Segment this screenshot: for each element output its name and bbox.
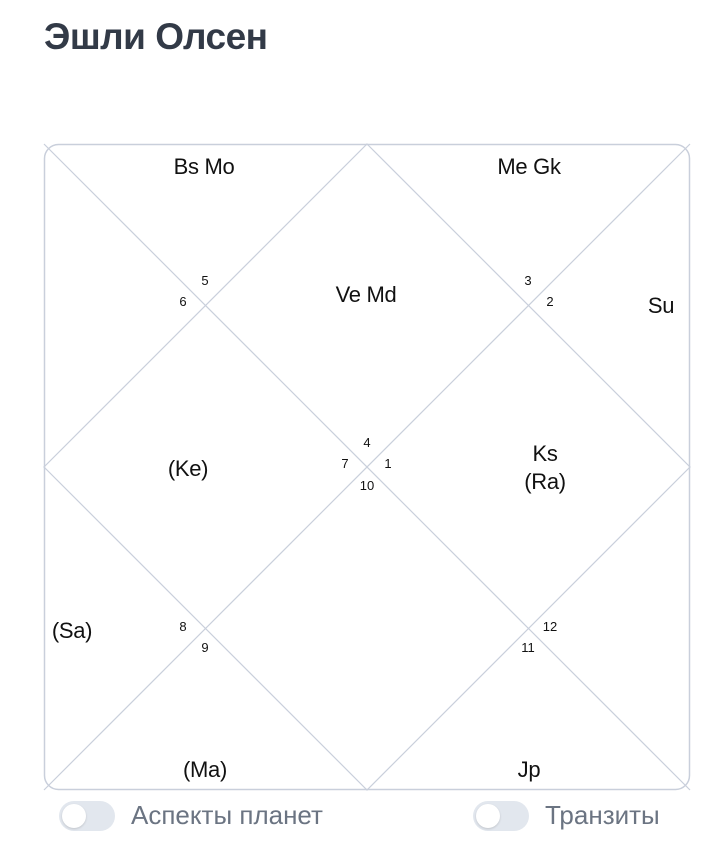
kundli-chart: 5 6 3 2 4 7 1 10 8 9 12 11 Bs Mo Me Gk V… xyxy=(43,143,691,791)
aspects-switch[interactable] xyxy=(59,800,115,831)
transits-toggle[interactable]: Транзиты xyxy=(473,800,660,831)
house-number-11: 11 xyxy=(521,640,535,655)
diagonal-anti xyxy=(43,143,691,791)
aspects-toggle-label: Аспекты планет xyxy=(131,800,323,830)
house-number-5: 5 xyxy=(201,273,209,288)
house-number-2: 2 xyxy=(546,294,554,309)
page-title: Эшли Олсен xyxy=(44,16,268,57)
planets-house-7: (Ke) xyxy=(167,456,209,481)
house-number-7: 7 xyxy=(341,456,349,471)
aspects-switch-knob xyxy=(62,803,86,828)
aspects-toggle[interactable]: Аспекты планет xyxy=(59,800,323,831)
house-number-1: 1 xyxy=(384,456,392,471)
chart-grid xyxy=(43,143,691,791)
planets-house-11: Jp xyxy=(517,757,541,782)
house-number-10: 10 xyxy=(359,478,375,493)
planets-house-9: (Ma) xyxy=(182,757,228,782)
house-number-12: 12 xyxy=(542,619,558,634)
inner-diamond xyxy=(43,143,691,791)
transits-switch[interactable] xyxy=(473,800,529,831)
house-number-6: 6 xyxy=(179,294,187,309)
chart-options: Аспекты планет Транзиты xyxy=(0,796,712,846)
planets-house-1-a: Ks xyxy=(532,441,558,466)
transits-switch-knob xyxy=(476,803,500,828)
planets-house-8: (Sa) xyxy=(51,618,93,643)
planets-house-4: Ve Md xyxy=(335,282,397,307)
transits-toggle-label: Транзиты xyxy=(545,800,660,830)
planets-house-1-b: (Ra) xyxy=(524,469,566,494)
house-number-3: 3 xyxy=(524,273,532,288)
house-number-4: 4 xyxy=(363,435,371,450)
house-number-8: 8 xyxy=(179,619,187,634)
planets-house-3: Me Gk xyxy=(497,154,561,179)
planets-house-5: Bs Mo xyxy=(173,154,235,179)
planets-house-2: Su xyxy=(647,293,675,318)
house-number-9: 9 xyxy=(201,640,209,655)
